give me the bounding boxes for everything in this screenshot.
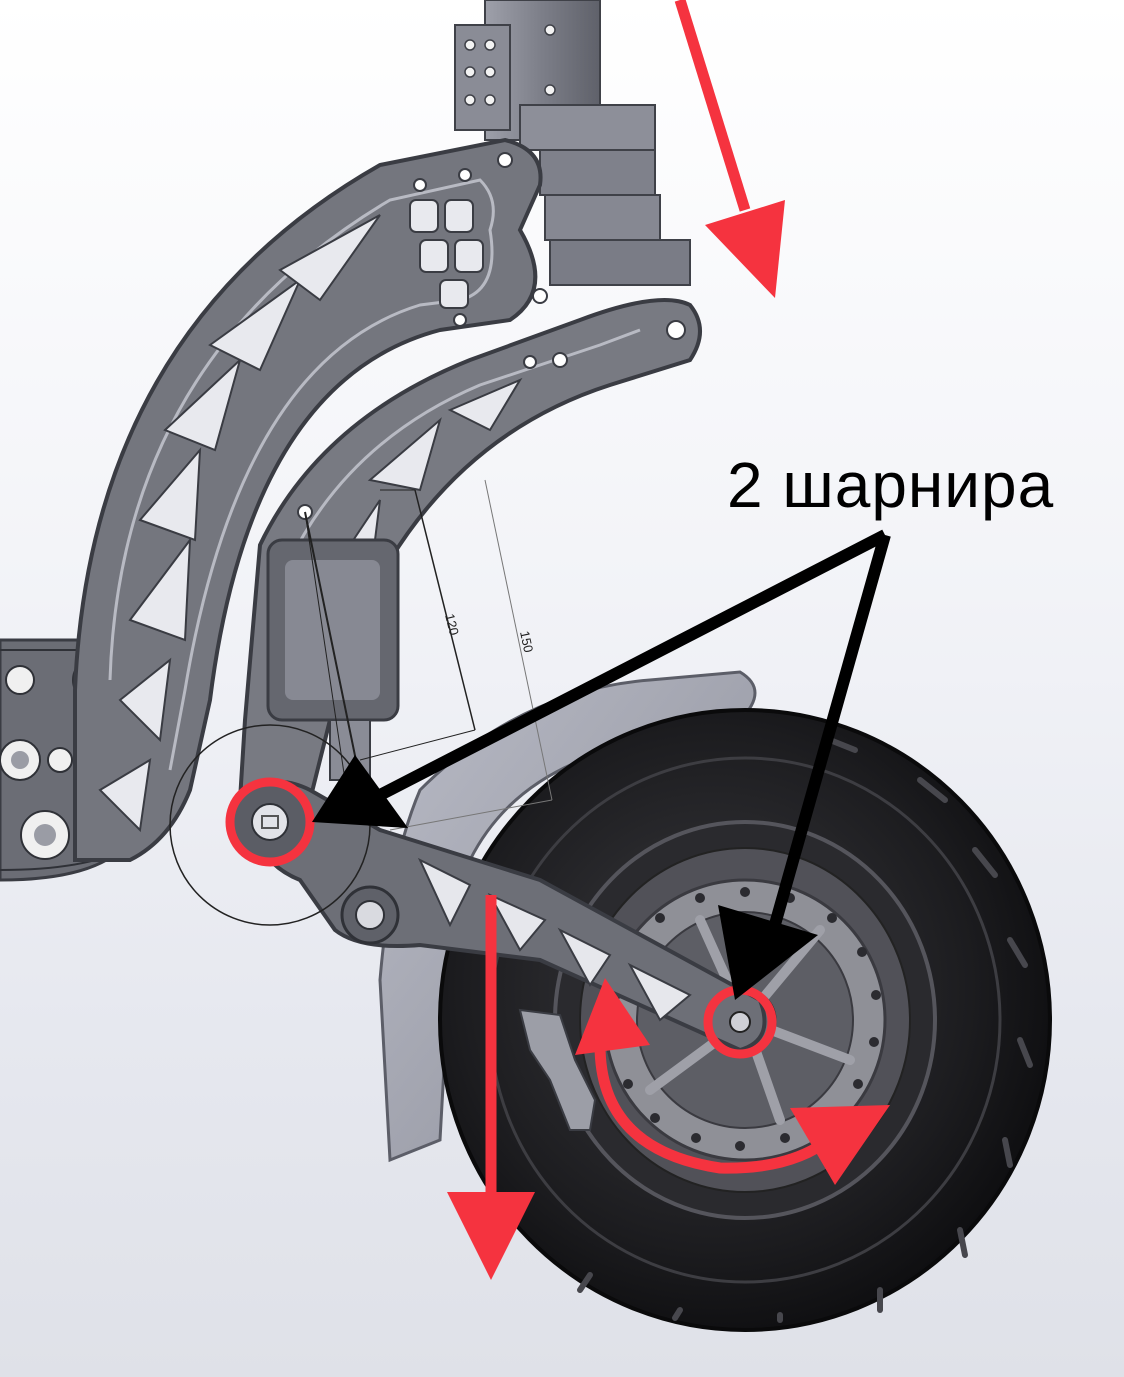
force-arrow-icon [674, 0, 785, 298]
force-arrow-icon [447, 895, 535, 1280]
dimension-outer-label: 150 [517, 630, 536, 654]
dimension-lines [169, 479, 553, 926]
rotation-arrow-icon [575, 978, 890, 1185]
pivot-upper-icon [225, 777, 315, 867]
hinges-caption: 2 шарнира [727, 449, 1055, 521]
outer-arc-truss [73, 137, 548, 862]
annotation-arrows [312, 529, 891, 1000]
brake-caliper [518, 1008, 597, 1131]
steering-column [454, 0, 691, 286]
dimension-inner-label: 120 [442, 612, 462, 637]
